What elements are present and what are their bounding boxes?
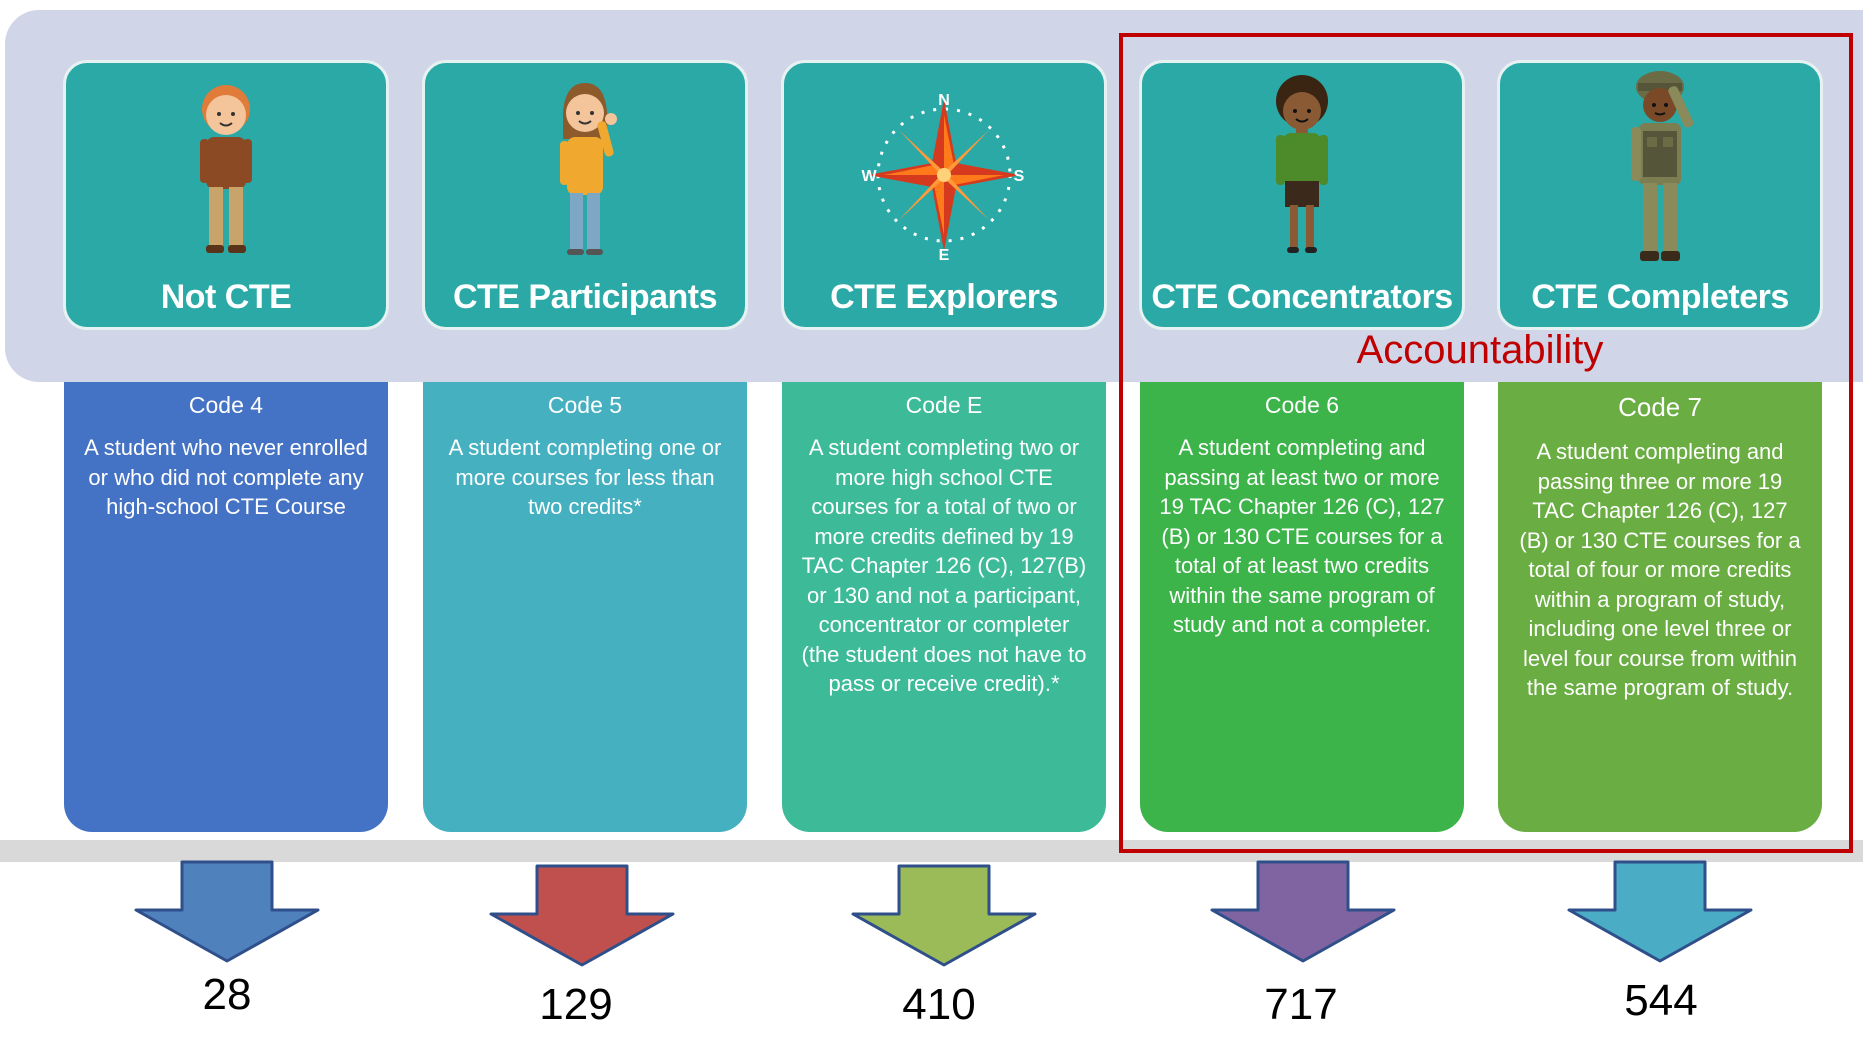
code-label: Code E (905, 392, 983, 418)
card-title: CTE Completers (1531, 278, 1789, 316)
cte-explorers-count: 410 (902, 980, 976, 1029)
not-cte-description-card: Code 4 A student who never enrolled or w… (64, 382, 388, 832)
cte-explorers-description-card: Code E A student completing two or more … (782, 382, 1106, 832)
baseline-bar (0, 840, 1863, 862)
compass-icon: N E W S (861, 92, 1025, 264)
cte-participants-description-card: Code 5 A student completing one or more … (423, 382, 747, 832)
description-text: A student completing and passing at leas… (1159, 435, 1445, 637)
compass-n-label: N (938, 92, 950, 109)
cte-completers-description-card: Code 7 A student completing and passing … (1498, 382, 1822, 832)
cte-concentrators-count: 717 (1264, 980, 1338, 1029)
cte-concentrators-card: CTE Concentrators (1139, 60, 1465, 330)
code-label: Code 5 (547, 392, 623, 418)
code-label: Code 4 (188, 392, 264, 418)
cte-explorers-down-arrow (851, 864, 1037, 967)
woman-icon (1276, 75, 1328, 253)
description-text: A student completing two or more high sc… (801, 435, 1087, 696)
not-cte-down-arrow (134, 860, 320, 963)
cte-concentrators-description-card: Code 6 A student completing and passing … (1140, 382, 1464, 832)
waving-girl-icon (560, 83, 617, 255)
not-cte-count: 28 (202, 970, 252, 1019)
card-title: CTE Concentrators (1151, 278, 1453, 316)
cte-completers-count: 544 (1624, 976, 1698, 1025)
card-title: Not CTE (160, 278, 292, 316)
compass-e-label: E (939, 247, 950, 264)
description-text: A student who never enrolled or who did … (84, 435, 368, 519)
cte-participants-count: 129 (539, 980, 613, 1029)
compass-s-label: S (1014, 168, 1025, 185)
code-label: Code 7 (1618, 392, 1702, 422)
code-label: Code 6 (1264, 392, 1340, 418)
description-text: A student completing and passing three o… (1519, 439, 1801, 700)
accountability-label: Accountability (1356, 328, 1604, 372)
soldier-icon (1631, 71, 1694, 261)
cte-completers-card: CTE Completers (1497, 60, 1823, 330)
card-title: CTE Participants (452, 278, 718, 316)
cte-participants-card: CTE Participants (422, 60, 748, 330)
accountability-box (1119, 33, 1853, 853)
cte-participants-down-arrow (489, 864, 675, 967)
cte-completers-down-arrow (1567, 860, 1753, 963)
description-text: A student completing one or more courses… (448, 435, 722, 519)
card-title: CTE Explorers (830, 278, 1058, 316)
cte-concentrators-down-arrow (1210, 860, 1396, 963)
not-cte-card: Not CTE (63, 60, 389, 330)
boy-icon (200, 85, 252, 253)
compass-w-label: W (861, 168, 877, 185)
cte-explorers-card: N E W S CTE Explorers (781, 60, 1107, 330)
